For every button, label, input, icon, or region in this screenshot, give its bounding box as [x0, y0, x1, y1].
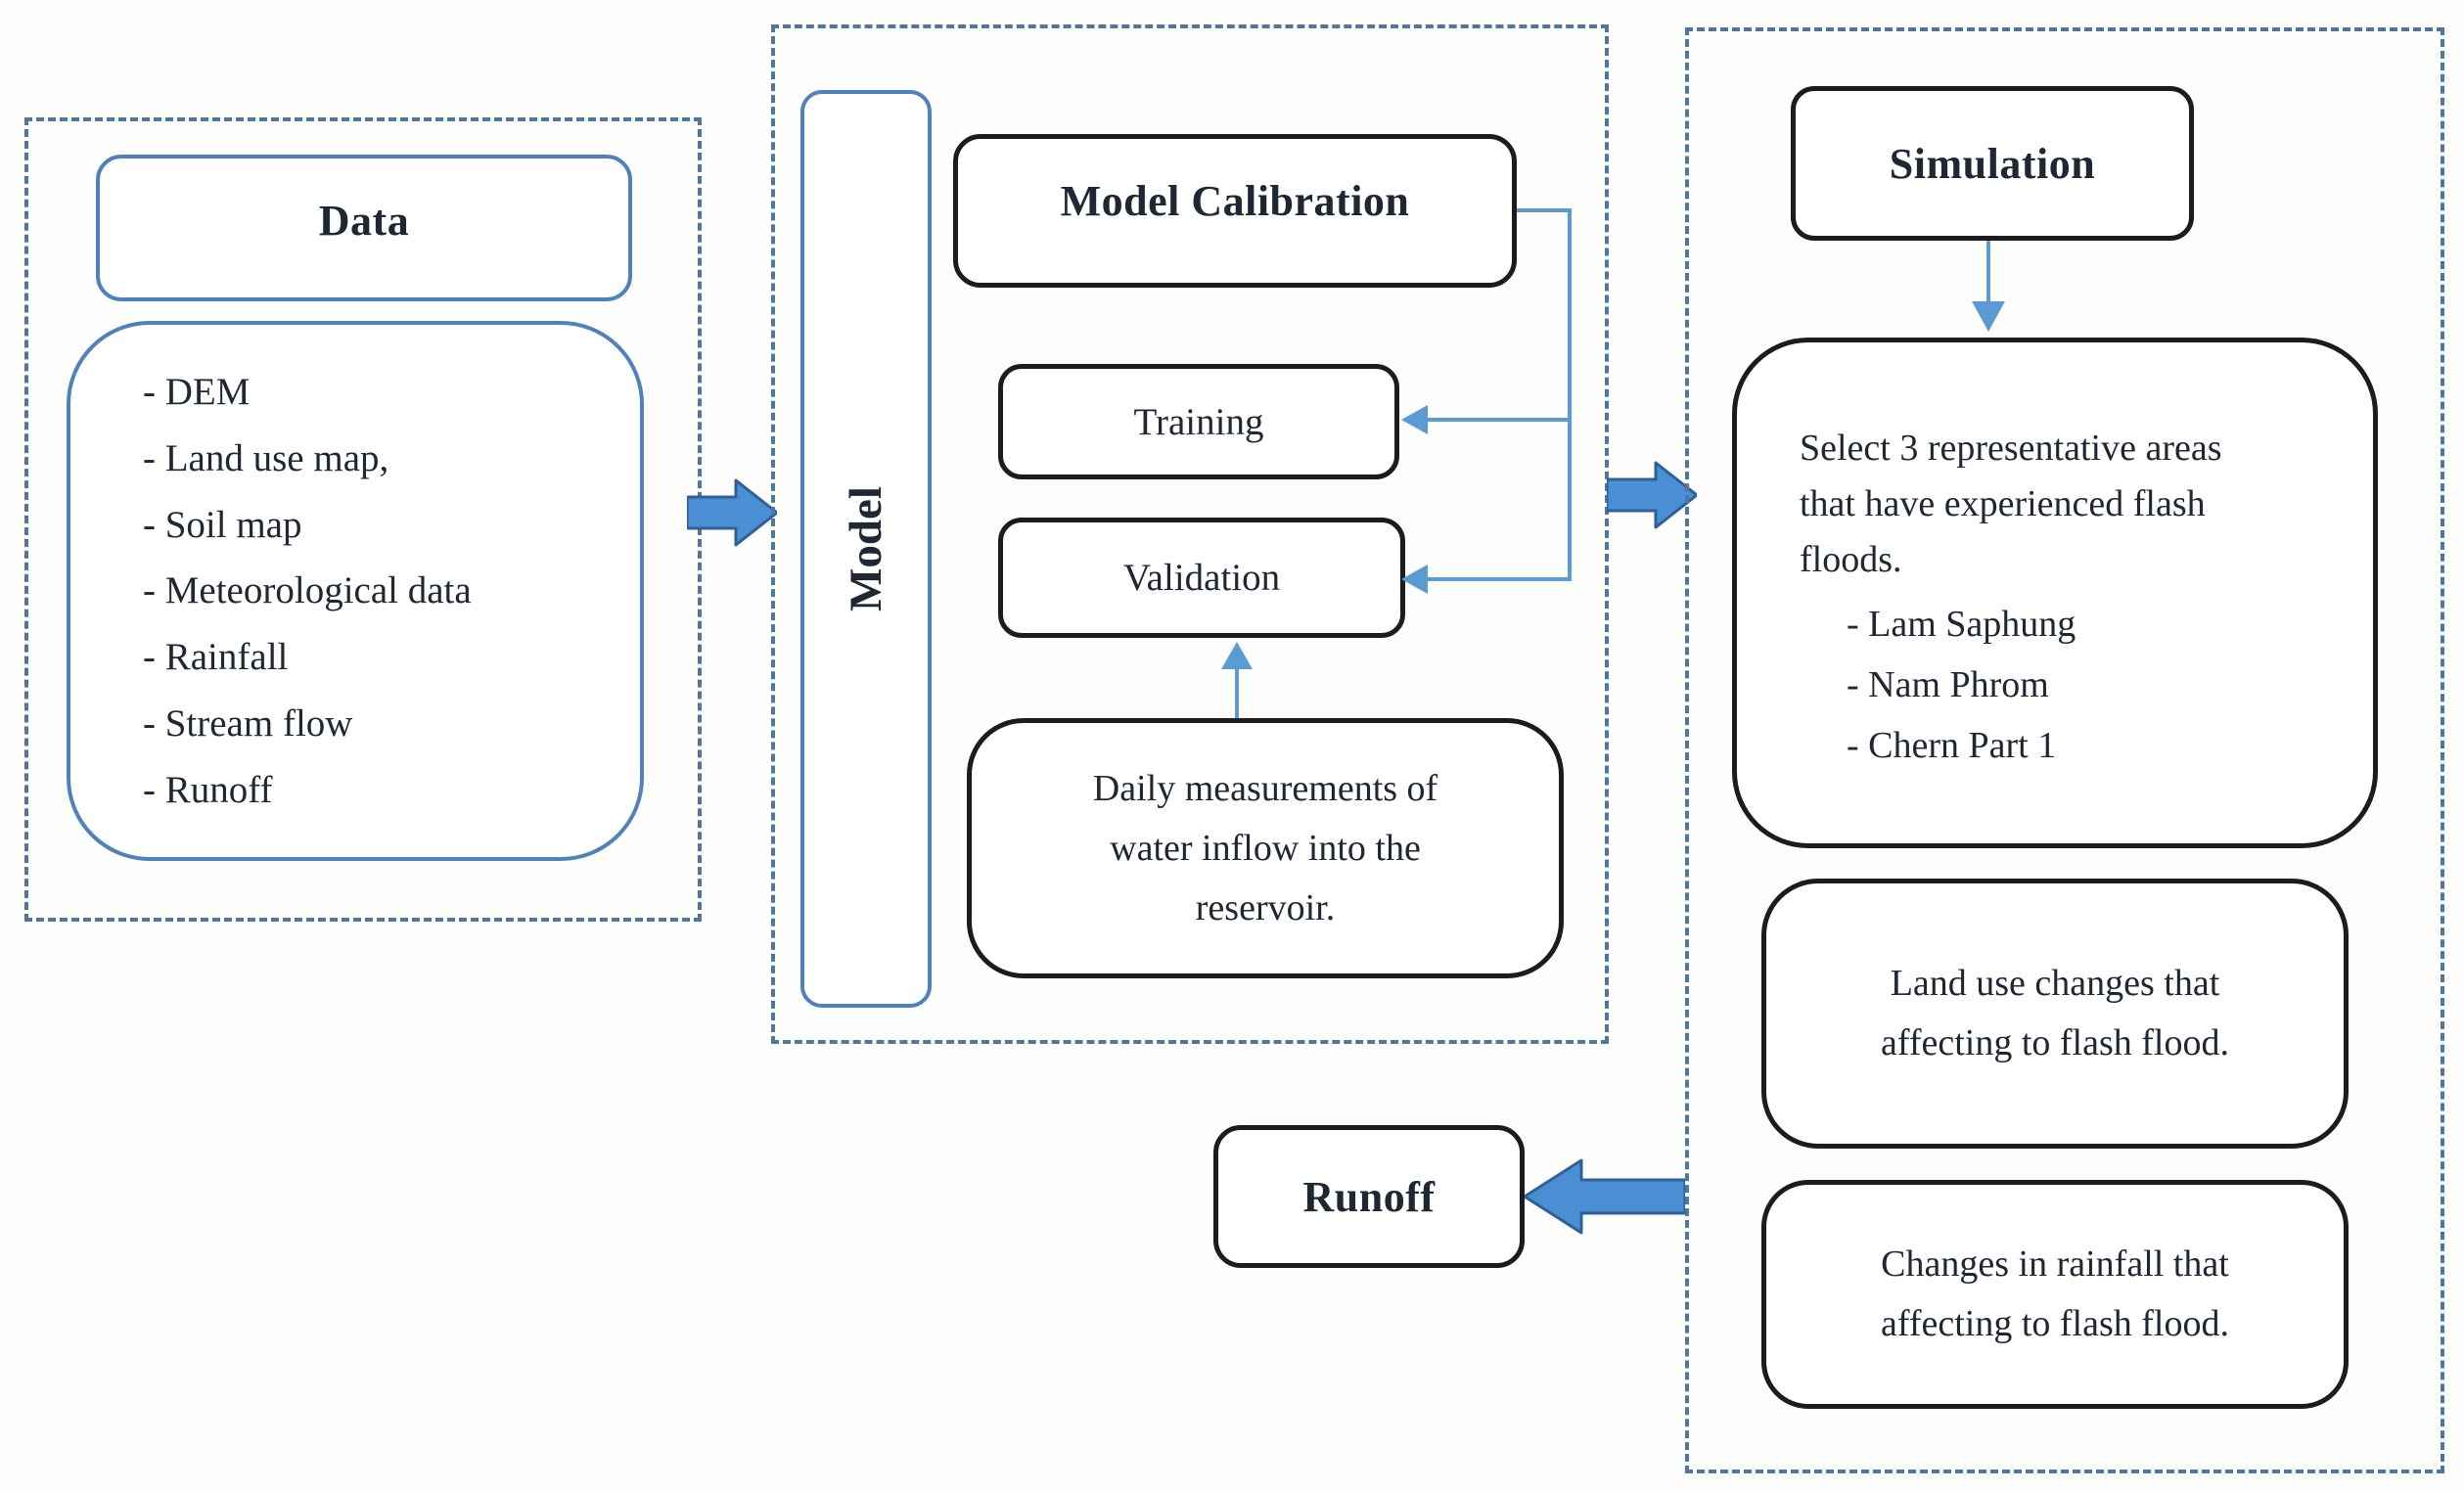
select-line: that have experienced flash	[1800, 483, 2206, 524]
data-title-box: Data	[96, 155, 632, 301]
arrow-right-icon	[1607, 461, 1697, 529]
data-list-item: - Stream flow	[143, 702, 353, 746]
daily-line: reservoir.	[1195, 886, 1336, 928]
model-calibration-title: Model Calibration	[1060, 177, 1410, 225]
runoff-box: Runoff	[1213, 1125, 1525, 1268]
daily-line: water inflow into the	[1110, 827, 1421, 869]
arrow-right-icon	[687, 478, 777, 547]
model-calibration-box: Model Calibration	[953, 134, 1517, 288]
select-line: floods.	[1800, 539, 1902, 580]
validation-box: Validation	[998, 518, 1405, 638]
simulation-title: Simulation	[1889, 139, 2096, 188]
runoff-label: Runoff	[1302, 1172, 1436, 1221]
training-box: Training	[998, 364, 1399, 479]
select-list-item: - Nam Phrom	[1847, 664, 2049, 705]
daily-line: Daily measurements of	[1092, 767, 1438, 809]
data-list-box: - DEM - Land use map, - Soil map - Meteo…	[67, 321, 644, 861]
landuse-line: Land use changes that	[1890, 963, 2220, 1004]
training-label: Training	[1133, 400, 1264, 443]
arrowhead-left-training-icon	[1401, 405, 1428, 434]
landuse-line: affecting to flash flood.	[1881, 1022, 2229, 1063]
model-sidebar-label: Model	[841, 486, 892, 611]
select-areas-box: Select 3 representative areas that have …	[1732, 338, 2378, 848]
calibration-connector-vertical	[1568, 208, 1572, 581]
data-list-item: - Runoff	[143, 768, 273, 811]
rainfall-changes-box: Changes in rainfall that affecting to fl…	[1761, 1180, 2349, 1409]
rainfall-changes-text: Changes in rainfall that affecting to fl…	[1881, 1235, 2229, 1354]
landuse-changes-box: Land use changes that affecting to flash…	[1761, 879, 2349, 1149]
select-line: Select 3 representative areas	[1800, 428, 2222, 469]
simulation-select-line	[1986, 241, 1990, 303]
arrowhead-up-icon	[1221, 642, 1253, 669]
select-list-item: - Chern Part 1	[1847, 725, 2057, 766]
data-list-item: - Soil map	[143, 503, 302, 546]
model-section-frame	[771, 24, 1609, 1044]
daily-measurements-text: Daily measurements of water inflow into …	[1093, 759, 1437, 938]
select-areas-text: Select 3 representative areas that have …	[1737, 342, 2373, 776]
data-list-item: - DEM	[143, 371, 251, 413]
daily-validation-line	[1235, 665, 1239, 718]
arrowhead-down-icon	[1972, 301, 2005, 332]
data-list-item: - Meteorological data	[143, 569, 472, 612]
data-title: Data	[318, 196, 410, 245]
arrowhead-left-validation-icon	[1401, 565, 1428, 594]
data-list-item: - Rainfall	[143, 636, 289, 679]
data-list-item: - Land use map,	[143, 436, 389, 479]
model-sidebar-box: Model	[800, 90, 932, 1008]
calibration-connector-top	[1517, 208, 1572, 212]
training-connector-line	[1427, 418, 1572, 422]
select-list-item: - Lam Saphung	[1847, 604, 2076, 645]
validation-connector-line	[1427, 577, 1572, 581]
simulation-section-frame	[1685, 27, 2444, 1473]
validation-label: Validation	[1122, 557, 1281, 599]
arrow-left-icon	[1525, 1158, 1685, 1235]
select-areas-list: - Lam Saphung - Nam Phrom - Chern Part 1	[1800, 588, 2344, 776]
rainfall-line: affecting to flash flood.	[1881, 1303, 2229, 1344]
daily-measurements-box: Daily measurements of water inflow into …	[967, 718, 1564, 978]
rainfall-line: Changes in rainfall that	[1881, 1243, 2229, 1285]
simulation-box: Simulation	[1791, 86, 2194, 241]
landuse-changes-text: Land use changes that affecting to flash…	[1881, 954, 2229, 1073]
